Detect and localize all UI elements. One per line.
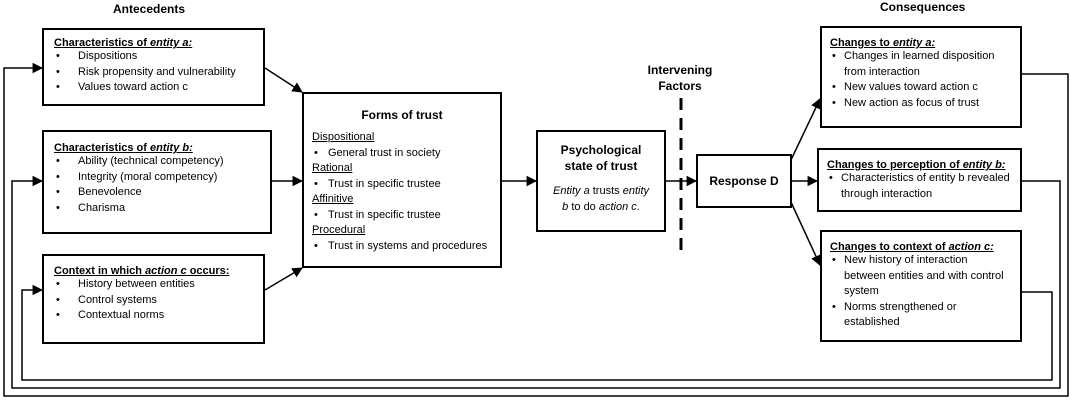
arrow-context-to-forms xyxy=(264,267,303,291)
changes-entity-a-title: Changes to entity a: xyxy=(830,37,936,49)
form-label-procedural: Procedural xyxy=(312,224,366,236)
entity-b-box: Characteristics of entity b: Ability (te… xyxy=(42,130,272,234)
changes-entity-a-box: Changes to entity a: Changes in learned … xyxy=(820,26,1022,128)
entity-a-box: Characteristics of entity a: Disposition… xyxy=(42,28,265,106)
context-list: History between entities Control systems… xyxy=(54,277,253,324)
forms-of-trust-box: Forms of trust Dispositional General tru… xyxy=(302,92,502,268)
psych-title: Psychological state of trust xyxy=(560,143,642,173)
list-item: Trust in systems and procedures xyxy=(312,239,492,255)
context-title: Context in which action c occurs: xyxy=(54,265,230,277)
feedback-loop-entity-a xyxy=(3,62,1069,397)
list-item: Control systems xyxy=(54,293,253,309)
list-item: Trust in specific trustee xyxy=(312,177,492,193)
changes-entity-b-box: Changes to perception of entity b: Chara… xyxy=(817,148,1022,212)
changes-entity-b-title: Changes to perception of entity b: xyxy=(827,159,1006,171)
intervening-line-2: Factors xyxy=(658,79,702,93)
consequences-heading: Consequences xyxy=(880,0,966,14)
list-item: Benevolence xyxy=(54,185,260,201)
entity-b-list: Ability (technical competency) Integrity… xyxy=(54,154,260,216)
changes-context-list: New history of interaction between entit… xyxy=(830,253,1012,331)
list-item: New values toward action c xyxy=(830,80,1012,96)
list-item: Ability (technical competency) xyxy=(54,154,260,170)
changes-context-title: Changes to context of action c: xyxy=(830,241,994,253)
list-item: Values toward action c xyxy=(54,80,253,96)
list-item: Characteristics of entity b revealed thr… xyxy=(827,171,1012,202)
response-d-box: Response D xyxy=(696,154,792,208)
antecedents-heading: Antecedents xyxy=(113,2,186,16)
list-item: Risk propensity and vulnerability xyxy=(54,65,253,81)
list-item: Contextual norms xyxy=(54,308,253,324)
list-item: Dispositions xyxy=(54,49,253,65)
intervening-line-1: Intervening xyxy=(647,63,713,77)
arrow-entity-a-to-forms xyxy=(264,67,303,93)
form-label-rational: Rational xyxy=(312,162,353,174)
list-item: New action as focus of trust xyxy=(830,96,1012,112)
forms-of-trust-title: Forms of trust xyxy=(361,108,443,122)
list-item: New history of interaction between entit… xyxy=(830,253,1012,300)
list-item: Changes in learned disposition from inte… xyxy=(830,49,1012,80)
list-item: History between entities xyxy=(54,277,253,293)
feedback-loop-context xyxy=(21,284,1053,381)
context-box: Context in which action c occurs: Histor… xyxy=(42,254,265,344)
entity-b-title: Characteristics of entity b: xyxy=(54,142,193,154)
arrow-response-to-changes-c xyxy=(789,199,821,266)
list-item: Charisma xyxy=(54,201,260,217)
list-item: Norms strengthened or established xyxy=(830,300,1012,331)
entity-a-title: Characteristics of entity a: xyxy=(54,37,193,49)
form-label-affinitive: Affinitive xyxy=(312,193,354,205)
psych-statement: Entity a trusts entity b to do action c. xyxy=(553,185,649,213)
changes-context-box: Changes to context of action c: New hist… xyxy=(820,230,1022,342)
response-d-label: Response D xyxy=(709,174,779,188)
list-item: General trust in society xyxy=(312,146,492,162)
list-item: Trust in specific trustee xyxy=(312,208,492,224)
arrow-response-to-changes-a xyxy=(789,98,821,163)
changes-entity-a-list: Changes in learned disposition from inte… xyxy=(830,49,1012,111)
psychological-state-box: Psychological state of trust Entity a tr… xyxy=(536,130,666,232)
intervening-factors-heading: Intervening Factors xyxy=(640,62,720,94)
feedback-loop-entity-b xyxy=(11,175,1061,389)
changes-entity-b-list: Characteristics of entity b revealed thr… xyxy=(827,171,1012,202)
form-label-dispositional: Dispositional xyxy=(312,131,375,143)
entity-a-list: Dispositions Risk propensity and vulnera… xyxy=(54,49,253,96)
list-item: Integrity (moral competency) xyxy=(54,170,260,186)
